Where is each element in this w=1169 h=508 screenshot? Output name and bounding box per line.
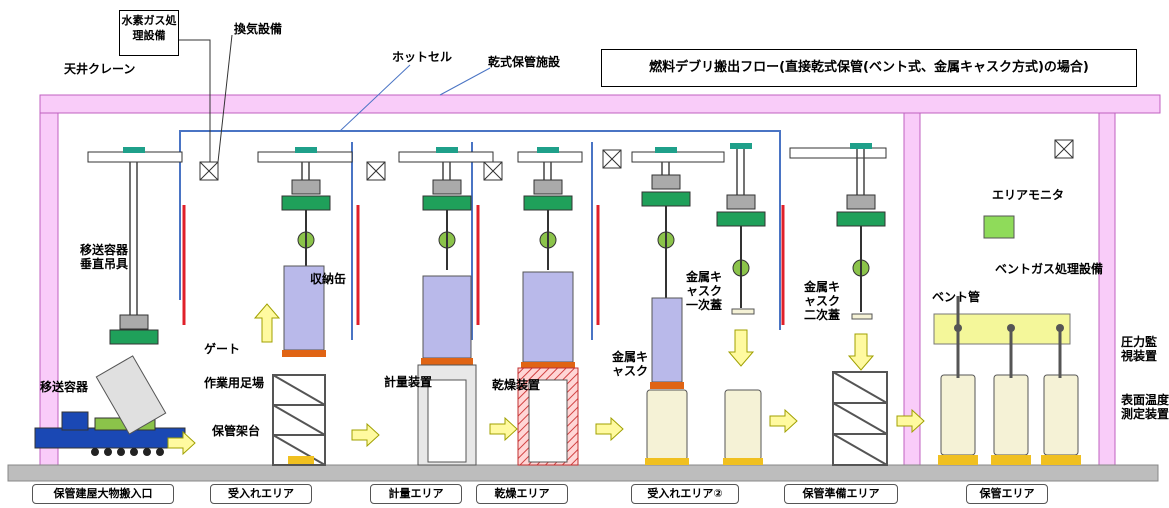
canister bbox=[283, 265, 683, 383]
hydrogen-leader bbox=[165, 39, 211, 162]
area-label: 受入れエリア bbox=[210, 484, 312, 504]
area-label: 乾燥エリア bbox=[476, 484, 568, 504]
scaffold bbox=[832, 371, 888, 466]
vent-box-icon bbox=[199, 139, 1074, 181]
vent-gas-label: ベントガス処理設備 bbox=[995, 262, 1104, 276]
area-label: 保管建屋大物搬入口 bbox=[32, 484, 174, 504]
canister-base bbox=[282, 350, 684, 389]
pressure-monitor-label: 圧力監視装置 bbox=[1121, 335, 1158, 363]
hanger-label: 移送容器垂直吊具 bbox=[80, 243, 129, 271]
page-title: 燃料デブリ搬出フロー(直接乾式保管(ベント式、金属キャスク方式)の場合) bbox=[649, 60, 1089, 75]
hanger-icon bbox=[716, 194, 766, 308]
gate-label: ゲート bbox=[204, 342, 241, 356]
building-wall-left bbox=[39, 112, 59, 466]
ventilation-label: 換気設備 bbox=[234, 22, 283, 36]
surface-temp-label: 表面温度測定装置 bbox=[1121, 393, 1169, 421]
vent-pipe-label: ベント管 bbox=[932, 290, 981, 304]
area-monitor-label: エリアモニタ bbox=[992, 188, 1065, 202]
ventilation-leader bbox=[217, 34, 233, 163]
area-label: 計量エリア bbox=[370, 484, 462, 504]
secondary-lid-label: 金属キャスク二次蓋 bbox=[804, 280, 841, 322]
crane-label: 天井クレーン bbox=[64, 62, 136, 76]
crane-beam bbox=[87, 147, 887, 163]
metal-cask bbox=[646, 374, 1079, 461]
hot-cell-outline bbox=[179, 130, 781, 330]
hoist-wire bbox=[129, 149, 865, 315]
building-wall-right bbox=[1098, 112, 1116, 466]
hydrogen-gas-label: 水素ガス処理設備 bbox=[121, 14, 177, 42]
area-label: 受入れエリア② bbox=[631, 484, 739, 504]
hanger-icon bbox=[281, 179, 331, 268]
metal-cask-label: 金属キャスク bbox=[612, 350, 649, 378]
floor bbox=[7, 464, 1159, 482]
flow-arrow bbox=[167, 303, 925, 456]
primary-lid-label: 金属キャスク一次蓋 bbox=[686, 270, 723, 312]
dry-storage-leader bbox=[439, 67, 491, 96]
drying-device-label: 乾燥装置 bbox=[492, 378, 541, 392]
hot-cell-leader bbox=[339, 64, 411, 132]
vent-pipe bbox=[956, 296, 1062, 378]
secondary-lid bbox=[851, 313, 873, 320]
hanger-icon bbox=[836, 194, 886, 312]
area-label: 保管エリア bbox=[966, 484, 1048, 504]
scaffold-label: 作業用足場 bbox=[204, 376, 265, 390]
transfer-container bbox=[95, 355, 167, 435]
transfer-container-label: 移送容器 bbox=[40, 380, 89, 394]
hanger-icon bbox=[109, 314, 159, 345]
hydrogen-box: 水素ガス処理設備 bbox=[119, 10, 179, 56]
transfer-vehicle bbox=[34, 427, 186, 449]
storage-rack-label: 保管架台 bbox=[212, 424, 261, 438]
hanger-icon bbox=[641, 174, 691, 298]
hot-cell-label: ホットセル bbox=[392, 50, 453, 64]
canister-label: 収納缶 bbox=[310, 272, 347, 286]
hanger-icon bbox=[523, 179, 573, 270]
crane-trolley bbox=[123, 143, 872, 153]
measuring-device-inner bbox=[427, 379, 467, 463]
cask-base bbox=[288, 455, 1081, 465]
primary-lid bbox=[731, 308, 755, 315]
area-monitor bbox=[983, 215, 1015, 239]
scaffold bbox=[272, 374, 326, 466]
title-box: 燃料デブリ搬出フロー(直接乾式保管(ベント式、金属キャスク方式)の場合) bbox=[601, 49, 1137, 87]
hanger-icon bbox=[422, 179, 472, 270]
dry-storage-label: 乾式保管施設 bbox=[488, 55, 561, 69]
building-roof bbox=[39, 94, 1161, 114]
area-label: 保管準備エリア bbox=[784, 484, 898, 504]
measuring-device-label: 計量装置 bbox=[384, 375, 433, 389]
drying-device-inner bbox=[528, 379, 568, 463]
